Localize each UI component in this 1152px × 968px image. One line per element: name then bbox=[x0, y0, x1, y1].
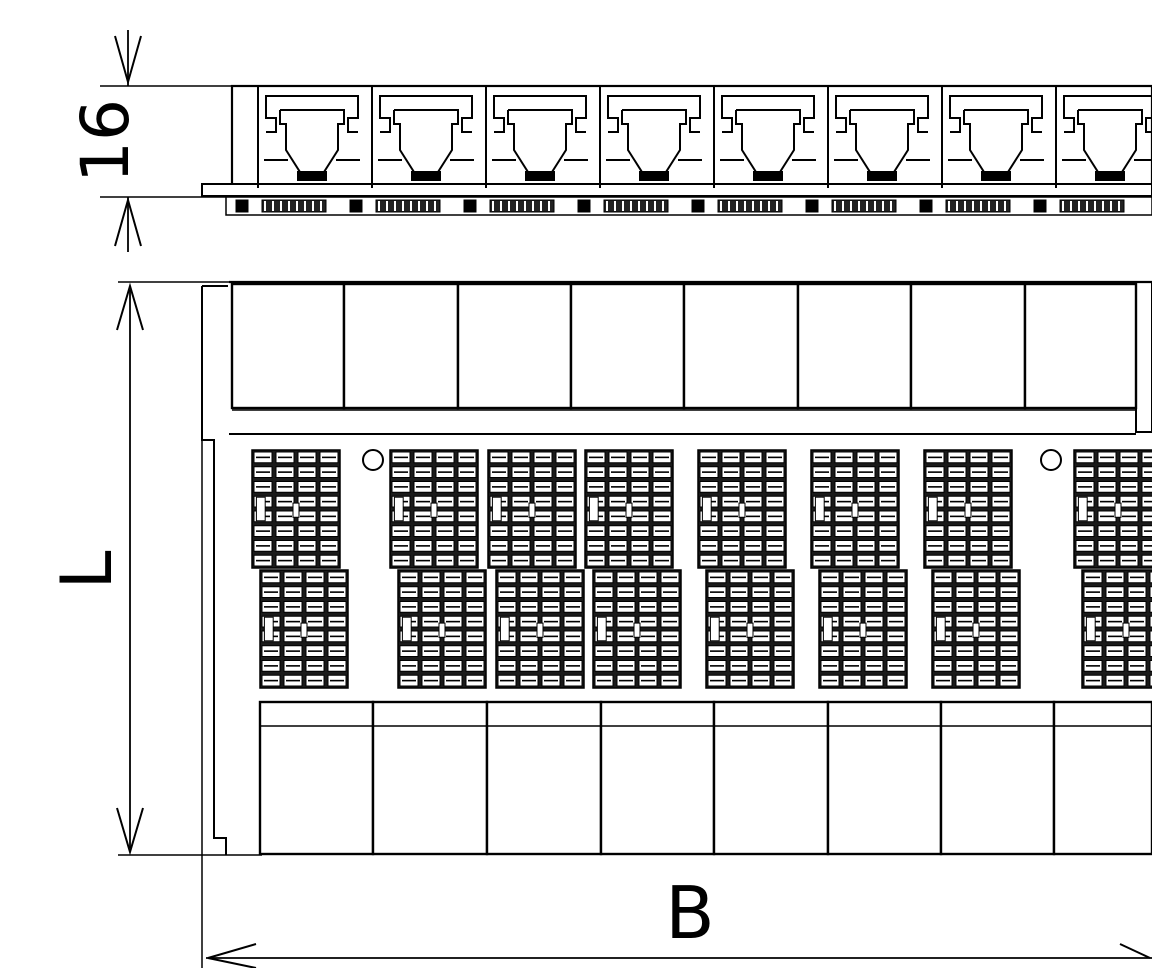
height-dimension-label: 16 bbox=[67, 99, 144, 183]
mounting-hole-right bbox=[1040, 449, 1062, 471]
idc-block-lower-6 bbox=[818, 569, 908, 689]
idc-block-lower-2 bbox=[397, 569, 487, 689]
rj45-port-6 bbox=[796, 282, 913, 411]
idc-block-lower-8 bbox=[1081, 569, 1152, 689]
side-port-2 bbox=[371, 86, 474, 188]
side-port-8 bbox=[1055, 86, 1152, 188]
bottom-cover-8 bbox=[1052, 700, 1152, 856]
rj45-port-5 bbox=[682, 282, 800, 411]
side-contact-2 bbox=[349, 199, 441, 213]
rj45-port-4 bbox=[569, 282, 686, 411]
rj45-port-7 bbox=[909, 282, 1027, 411]
side-contact-5 bbox=[691, 199, 783, 213]
idc-block-lower-1 bbox=[259, 569, 349, 689]
idc-block-upper-7 bbox=[923, 449, 1013, 569]
idc-block-upper-2 bbox=[389, 449, 479, 569]
side-port-1 bbox=[257, 86, 360, 188]
idc-block-upper-5 bbox=[697, 449, 787, 569]
idc-block-lower-5 bbox=[705, 569, 795, 689]
idc-block-upper-4 bbox=[584, 449, 674, 569]
mounting-hole-left bbox=[362, 449, 384, 471]
idc-block-upper-8 bbox=[1073, 449, 1152, 569]
bottom-cover-5 bbox=[712, 700, 830, 856]
side-port-5 bbox=[713, 86, 816, 188]
side-contact-3 bbox=[463, 199, 555, 213]
side-contacts bbox=[235, 199, 1125, 213]
side-contact-1 bbox=[235, 199, 327, 213]
side-port-6 bbox=[827, 86, 930, 188]
side-contact-6 bbox=[805, 199, 897, 213]
bottom-cover-1 bbox=[258, 700, 375, 856]
side-contact-8 bbox=[1033, 199, 1125, 213]
bottom-cover-2 bbox=[371, 700, 489, 856]
bottom-cover-3 bbox=[485, 700, 603, 856]
rj45-port-1 bbox=[230, 282, 346, 411]
side-port-3 bbox=[485, 86, 588, 188]
terminal-block-area bbox=[251, 449, 1152, 689]
bottom-cover-4 bbox=[599, 700, 716, 856]
idc-block-upper-6 bbox=[810, 449, 900, 569]
top-view bbox=[201, 280, 1152, 856]
rj45-port-2 bbox=[342, 282, 460, 411]
idc-block-upper-3 bbox=[487, 449, 577, 569]
bottom-cover-7 bbox=[939, 700, 1056, 856]
side-port-4 bbox=[599, 86, 702, 188]
width-dimension-label: B bbox=[665, 871, 714, 955]
side-contact-7 bbox=[919, 199, 1011, 213]
bottom-cover-row bbox=[258, 700, 1152, 856]
rj45-port-row bbox=[230, 282, 1138, 411]
bottom-cover-6 bbox=[826, 700, 943, 856]
side-view bbox=[201, 84, 1152, 216]
idc-block-lower-7 bbox=[931, 569, 1021, 689]
side-ports bbox=[257, 86, 1152, 188]
idc-block-lower-3 bbox=[495, 569, 585, 689]
idc-block-upper-1 bbox=[251, 449, 341, 569]
rj45-port-3 bbox=[456, 282, 573, 411]
side-port-7 bbox=[941, 86, 1044, 188]
idc-block-lower-4 bbox=[592, 569, 682, 689]
rj45-port-8 bbox=[1023, 282, 1138, 411]
length-dimension bbox=[116, 281, 262, 856]
side-contact-4 bbox=[577, 199, 669, 213]
length-dimension-label: L bbox=[46, 551, 128, 590]
